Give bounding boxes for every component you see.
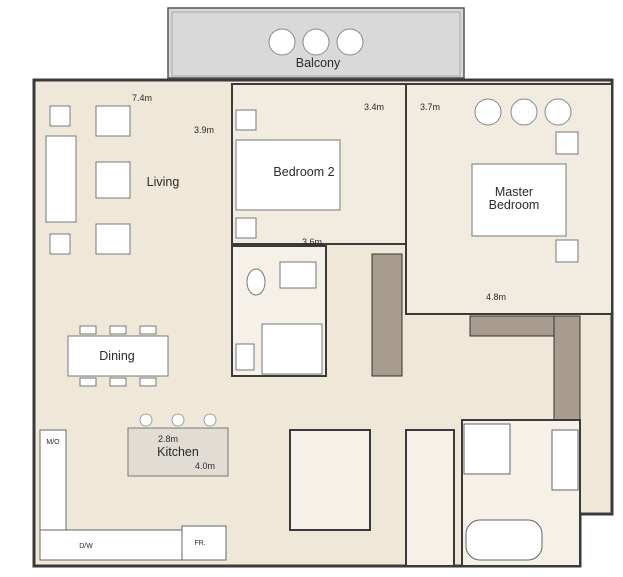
living-furniture <box>45 105 131 255</box>
master-label-line2: Bedroom <box>489 198 540 212</box>
master-bed <box>471 131 579 263</box>
dishwasher-label: D/W <box>79 543 93 550</box>
dim-living-depth: 3.9m <box>194 125 214 135</box>
bathtub <box>465 519 543 561</box>
master-chairs <box>474 98 572 126</box>
dim-kitchen-width: 4.0m <box>195 461 215 471</box>
microwave-label: M/O <box>46 439 60 446</box>
master-wardrobe <box>469 315 581 421</box>
bedroom2-bed <box>235 109 341 239</box>
master-label-line1: Master <box>495 185 533 199</box>
kitchen-island <box>127 413 229 477</box>
dim-kitchen-depth: 2.8m <box>158 434 178 444</box>
vanity-master <box>551 429 579 491</box>
kitchen-label: Kitchen <box>157 445 199 459</box>
balcony-label: Balcony <box>296 56 341 70</box>
dining-table <box>67 325 169 387</box>
dim-bedroom2-width: 3.4m <box>364 102 384 112</box>
shower-tray <box>463 423 511 475</box>
fridge-label: FR. <box>194 540 205 547</box>
dim-master-depth: 4.8m <box>486 292 506 302</box>
living-label: Living <box>147 175 180 189</box>
dim-master-width: 3.7m <box>420 102 440 112</box>
dining-label: Dining <box>99 349 134 363</box>
laundry <box>405 429 455 567</box>
bedroom2-label: Bedroom 2 <box>273 165 334 179</box>
bathroom2-fixtures <box>235 261 323 375</box>
bedroom2-wardrobe <box>371 253 403 377</box>
balcony: Balcony <box>167 7 465 79</box>
dim-bath-width: 3.6m <box>302 237 322 247</box>
dim-living-width: 7.4m <box>132 93 152 103</box>
kitchen-counter <box>39 429 227 561</box>
balcony-chairs <box>268 28 364 56</box>
guest-wc <box>289 429 371 531</box>
